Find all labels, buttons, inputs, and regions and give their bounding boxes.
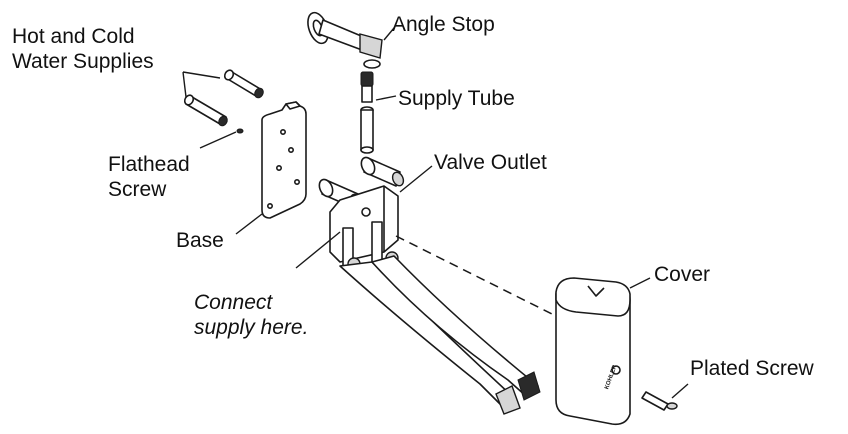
plated-screw-part xyxy=(641,391,678,411)
angle-stop-part xyxy=(307,11,383,69)
plated-screw-label: Plated Screw xyxy=(690,357,814,380)
connect-supply-label: Connect supply here. xyxy=(194,290,308,340)
connect-supply-label-line2: supply here. xyxy=(194,316,309,339)
base-plate xyxy=(261,101,307,219)
hot-cold-supplies-label-line2: Water Supplies xyxy=(12,50,154,73)
angle-stop-leader-line xyxy=(383,27,395,41)
angle-stop-label: Angle Stop xyxy=(392,13,495,36)
flathead-leader-line xyxy=(199,131,237,149)
water-supply-pipe-lower xyxy=(183,94,228,127)
cover-leader-line xyxy=(629,277,651,289)
connect-supply-label-line1: Connect xyxy=(194,291,273,314)
cover-label: Cover xyxy=(654,263,711,286)
connect-supply-leader-line xyxy=(295,231,341,269)
base-leader-line xyxy=(235,213,263,235)
supplies-leader-line xyxy=(182,71,221,98)
cover-part: KOHLER xyxy=(555,277,631,426)
valve-outlet-label: Valve Outlet xyxy=(434,151,547,174)
flathead-screw-part xyxy=(236,128,244,134)
water-supply-pipe-upper xyxy=(223,69,264,99)
supply-tube-leader-line xyxy=(375,95,397,101)
hot-cold-supplies-label: Hot and Cold Water Supplies xyxy=(12,24,154,74)
foot-pedals xyxy=(339,255,541,415)
valve-outlet-leader-line xyxy=(399,165,433,193)
flathead-screw-label: Flathead Screw xyxy=(108,152,190,202)
hot-cold-supplies-label-line1: Hot and Cold xyxy=(12,25,135,48)
supply-tube-label: Supply Tube xyxy=(398,87,515,110)
base-label: Base xyxy=(176,229,224,252)
flathead-screw-label-line2: Screw xyxy=(108,178,167,201)
valve-assembly xyxy=(318,156,405,271)
flathead-screw-label-line1: Flathead xyxy=(108,153,190,176)
supply-tube-part xyxy=(360,71,374,154)
plated-screw-leader-line xyxy=(671,383,689,399)
